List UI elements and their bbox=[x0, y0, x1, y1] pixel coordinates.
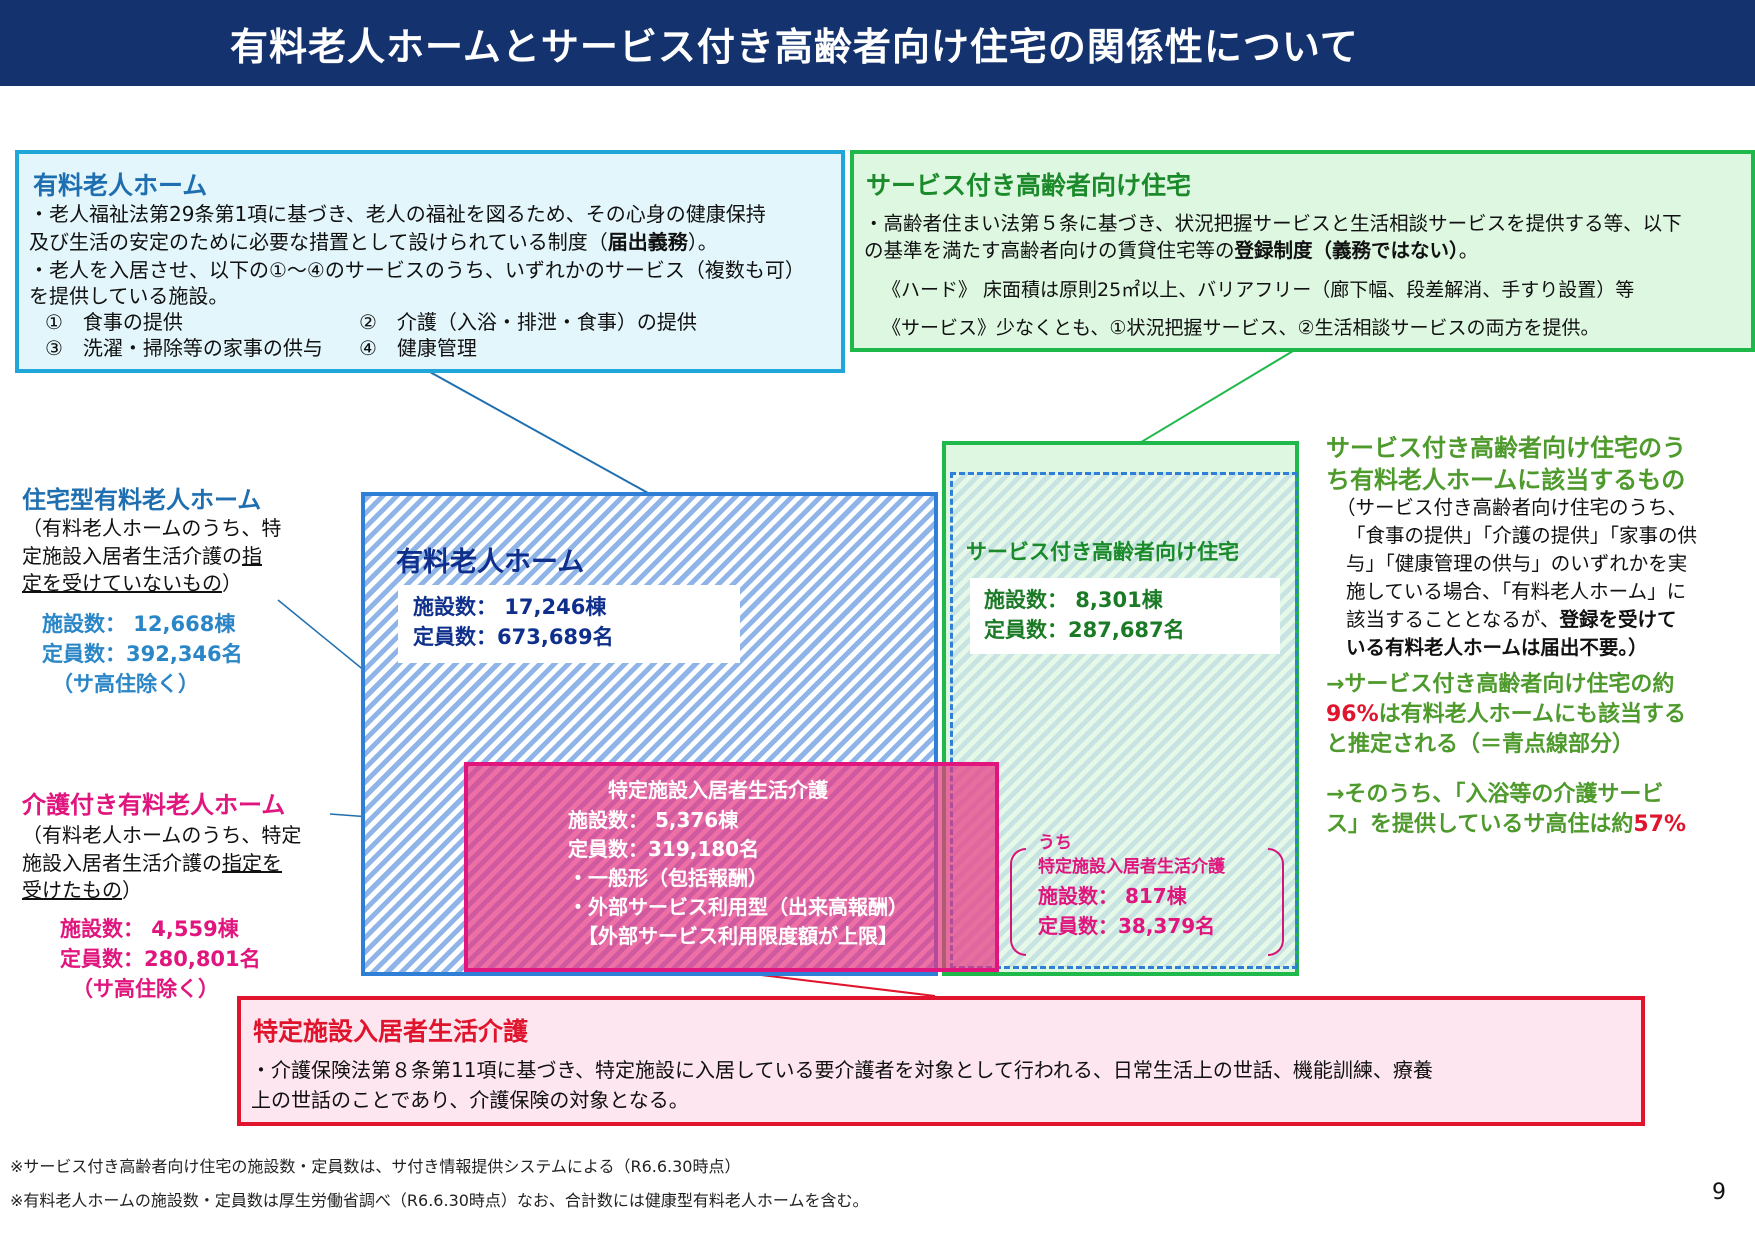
sako-def-service: 《サービス》少なくとも、①状況把握サービス、②生活相談サービスの両方を提供。 bbox=[882, 317, 1600, 339]
sako-tokutei-uchi: うち bbox=[1038, 833, 1072, 853]
yuryo-def-line1: ・老人福祉法第29条第1項に基づき、老人の福祉を図るため、その心身の健康保持 bbox=[29, 202, 766, 226]
overlap-note-p5: 該当することとなるが、登録を受けて bbox=[1346, 608, 1677, 631]
overlap-note-arrow1-line2: 96%は有料老人ホームにも該当する bbox=[1326, 702, 1687, 727]
tokutei-facilities: 施設数： 5,376棟 bbox=[568, 808, 739, 832]
bracket-left bbox=[1010, 848, 1026, 956]
yuryo-total-facilities: 施設数： 17,246棟 bbox=[413, 595, 607, 619]
tokutei-definition-header: 特定施設入居者生活介護 bbox=[253, 1017, 529, 1046]
jutaku-type-header: 住宅型有料老人ホーム bbox=[22, 486, 262, 514]
sako-tokutei-label: 特定施設入居者生活介護 bbox=[1038, 857, 1225, 877]
overlap-note-arrow2: →そのうち、「入浴等の介護サービ bbox=[1326, 782, 1664, 807]
tokutei-type2: ・外部サービス利用型（出来高報酬） bbox=[568, 895, 908, 919]
sako-stat-box: 施設数： 8,301棟 定員数：287,687名 bbox=[970, 578, 1280, 654]
sako-region bbox=[942, 441, 1299, 976]
tokutei-region-label: 特定施設入居者生活介護 bbox=[608, 778, 828, 802]
jutaku-capacity: 定員数：392,346名 bbox=[42, 642, 243, 666]
yuryo-service-3: ③ 洗濯・掃除等の家事の供与 bbox=[45, 336, 323, 360]
jutaku-facilities: 施設数： 12,668棟 bbox=[42, 612, 236, 636]
overlap-note-p4: 施している場合、「有料老人ホーム」に bbox=[1346, 580, 1687, 603]
kaigo-note: （サ高住除く） bbox=[72, 977, 219, 1001]
footnote-2: ※有料老人ホームの施設数・定員数は厚生労働省調べ（R6.6.30時点）なお、合計… bbox=[10, 1191, 869, 1210]
page-number: 9 bbox=[1712, 1180, 1726, 1205]
yuryo-service-1: ① 食事の提供 bbox=[45, 310, 183, 334]
kaigo-type-header: 介護付き有料老人ホーム bbox=[22, 791, 286, 819]
overlap-note-arrow1: →サービス付き高齢者向け住宅の約 bbox=[1326, 672, 1675, 697]
connector-yuryo-def bbox=[429, 371, 649, 494]
sako-region-label: サービス付き高齢者向け住宅 bbox=[966, 540, 1239, 564]
sako-total-facilities: 施設数： 8,301棟 bbox=[984, 588, 1163, 612]
connector-sako-def bbox=[1127, 344, 1304, 451]
title-bar: 有料老人ホームとサービス付き高齢者向け住宅の関係性について bbox=[0, 0, 1755, 86]
jutaku-type-desc3: 定を受けていないもの） bbox=[22, 571, 242, 595]
overlap-note-p3: 与」「健康管理の供与」のいずれかを実 bbox=[1346, 552, 1688, 575]
sako-tokutei-panel: うち 特定施設入居者生活介護 施設数： 817棟 定員数：38,379名 bbox=[1036, 832, 1276, 942]
yuryo-def-line2: 及び生活の安定のために必要な措置として設けられている制度（届出義務）。 bbox=[29, 230, 718, 254]
yuryo-service-4: ④ 健康管理 bbox=[359, 336, 477, 360]
overlap-dashed-boundary bbox=[950, 472, 1298, 969]
overlap-note-p2: 「食事の提供」「介護の提供」「家事の供 bbox=[1346, 524, 1698, 547]
overlap-note-heading2: ち有料老人ホームに該当するもの bbox=[1326, 466, 1686, 494]
tokutei-type1: ・一般形（包括報酬） bbox=[568, 866, 768, 890]
kaigo-capacity: 定員数：280,801名 bbox=[60, 947, 261, 971]
yuryo-service-2: ② 介護（入浴・排泄・食事）の提供 bbox=[359, 310, 697, 334]
overlap-note-arrow2-line2: ス」を提供しているサ高住は約57% bbox=[1326, 812, 1687, 837]
yuryo-region-label: 有料老人ホーム bbox=[396, 547, 585, 578]
sako-def-line2: の基準を満たす高齢者向けの賃貸住宅等の登録制度（義務ではない）。 bbox=[864, 239, 1479, 262]
overlap-note-panel: サービス付き高齢者向け住宅のう ち有料老人ホームに該当するもの （サービス付き高… bbox=[1322, 428, 1747, 838]
tokutei-def-line2: 上の世話のことであり、介護保険の対象となる。 bbox=[251, 1088, 689, 1112]
overlap-hatch bbox=[950, 472, 1295, 967]
sako-tokutei-capacity: 定員数：38,379名 bbox=[1038, 914, 1216, 938]
sako-definition-box: サービス付き高齢者向け住宅 ・高齢者住まい法第５条に基づき、状況把握サービスと生… bbox=[850, 150, 1755, 352]
yuryo-definition-header: 有料老人ホーム bbox=[33, 171, 208, 200]
tokutei-region: 特定施設入居者生活介護 施設数： 5,376棟 定員数：319,180名 ・一般… bbox=[464, 762, 999, 972]
yuryo-stat-box: 施設数： 17,246棟 定員数：673,689名 bbox=[398, 585, 740, 663]
sako-definition-header: サービス付き高齢者向け住宅 bbox=[866, 171, 1192, 200]
tokutei-definition-box: 特定施設入居者生活介護 ・介護保険法第８条第11項に基づき、特定施設に入居してい… bbox=[237, 996, 1645, 1126]
sako-def-hard: 《ハード》 床面積は原則25㎡以上、バリアフリー（廊下幅、段差解消、手すり設置）… bbox=[882, 279, 1635, 301]
jutaku-type-panel: 住宅型有料老人ホーム （有料老人ホームのうち、特 定施設入居者生活介護の指 定を… bbox=[22, 480, 322, 710]
overlap-note-heading1: サービス付き高齢者向け住宅のう bbox=[1326, 434, 1686, 462]
sako-tokutei-facilities: 施設数： 817棟 bbox=[1038, 884, 1187, 908]
kaigo-type-panel: 介護付き有料老人ホーム （有料老人ホームのうち、特定 施設入居者生活介護の指定を… bbox=[22, 785, 322, 1001]
kaigo-type-desc3: 受けたもの） bbox=[22, 878, 142, 902]
jutaku-type-desc2: 定施設入居者生活介護の指 bbox=[22, 544, 262, 568]
yuryo-definition-box: 有料老人ホーム ・老人福祉法第29条第1項に基づき、老人の福祉を図るため、その心… bbox=[15, 150, 845, 373]
yuryo-total-capacity: 定員数：673,689名 bbox=[413, 625, 614, 649]
jutaku-type-desc1: （有料老人ホームのうち、特 bbox=[22, 516, 282, 540]
footnote-1: ※サービス付き高齢者向け住宅の施設数・定員数は、サ付き情報提供システムによる（R… bbox=[10, 1157, 741, 1176]
kaigo-facilities: 施設数： 4,559棟 bbox=[60, 917, 239, 941]
kaigo-type-desc1: （有料老人ホームのうち、特定 bbox=[22, 823, 302, 847]
tokutei-capacity: 定員数：319,180名 bbox=[568, 837, 760, 861]
overlap-note-p6: いる有料老人ホームは届出不要。） bbox=[1346, 636, 1648, 659]
page-title: 有料老人ホームとサービス付き高齢者向け住宅の関係性について bbox=[230, 25, 1359, 69]
tokutei-def-line1: ・介護保険法第８条第11項に基づき、特定施設に入居している要介護者を対象として行… bbox=[251, 1058, 1433, 1082]
kaigo-type-desc2: 施設入居者生活介護の指定を bbox=[22, 851, 282, 875]
sako-def-line1: ・高齢者住まい法第５条に基づき、状況把握サービスと生活相談サービスを提供する等、… bbox=[864, 212, 1682, 235]
tokutei-limit: 【外部サービス利用限度額が上限】 bbox=[578, 924, 898, 948]
yuryo-def-line4: を提供している施設。 bbox=[29, 284, 229, 308]
yuryo-def-line3: ・老人を入居させ、以下の①～④のサービスのうち、いずれかのサービス（複数も可） bbox=[29, 258, 805, 282]
sako-total-capacity: 定員数：287,687名 bbox=[984, 618, 1185, 642]
overlap-note-p1: （サービス付き高齢者向け住宅のうち、 bbox=[1336, 496, 1688, 519]
overlap-note-arrow1-line3: と推定される（＝青点線部分） bbox=[1326, 732, 1635, 757]
jutaku-note: （サ高住除く） bbox=[52, 672, 199, 696]
